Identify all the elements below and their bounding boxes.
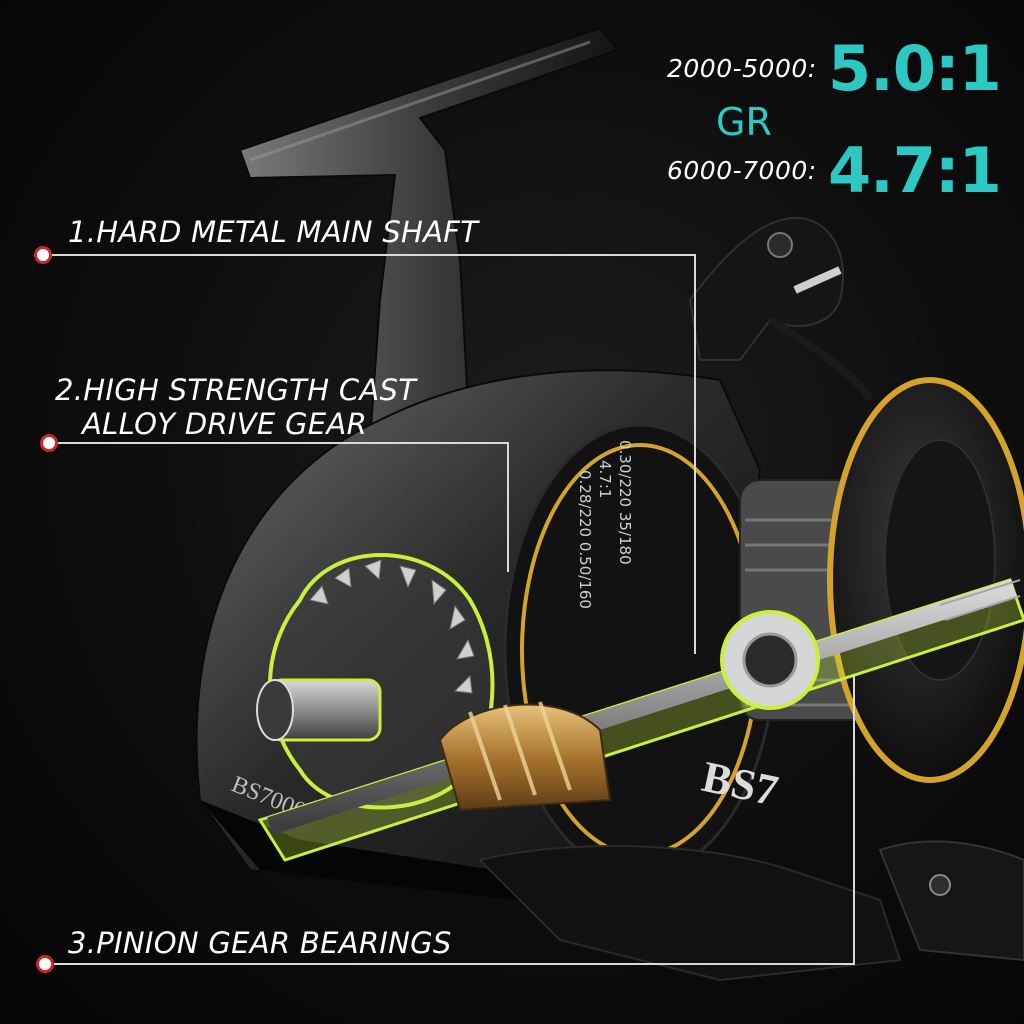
main-shaft [257, 578, 1024, 862]
gear-ratio-range-2: 6000-7000: [667, 156, 817, 185]
feature-1-label: 1.HARD METAL MAIN SHAFT [68, 215, 478, 249]
feature-3-label: 3.PINION GEAR BEARINGS [68, 926, 452, 960]
feature-2-leader-drop [507, 442, 509, 572]
feature-3-leader-rise [853, 676, 855, 965]
feature-2-line-1: 2.HIGH STRENGTH CAST [55, 373, 417, 407]
feature-2-label: 2.HIGH STRENGTH CAST ALLOY DRIVE GEAR [55, 373, 416, 441]
gear-ratio-range-1: 2000-5000: [667, 54, 817, 83]
spool-spec-2: 4.7:1 [596, 460, 614, 498]
bail-arm [688, 216, 874, 402]
gear-ratio-value-1: 5.0:1 [828, 32, 1002, 105]
feature-3-leader-line [54, 963, 854, 965]
spool-spec-3: 0.28/220 0.50/160 [576, 470, 594, 609]
gear-ratio-label: GR [716, 100, 772, 144]
feature-3-line-1: 3.PINION GEAR BEARINGS [68, 926, 452, 960]
callout-dot-icon [34, 246, 52, 264]
feature-1-leader-line [52, 254, 695, 256]
callout-dot-icon [40, 434, 58, 452]
callout-dot-icon [36, 955, 54, 973]
spool [739, 377, 1024, 783]
drive-gear-cutaway [256, 553, 495, 810]
feature-2-line-2: ALLOY DRIVE GEAR [82, 407, 368, 441]
gear-ratio-value-2: 4.7:1 [828, 134, 1002, 207]
feature-1-line-1: 1.HARD METAL MAIN SHAFT [68, 215, 479, 249]
feature-2-leader-line [58, 442, 508, 444]
reel-foot [478, 840, 1024, 982]
feature-1-leader-drop [694, 254, 696, 654]
spool-spec-1: 0.30/220 35/180 [616, 440, 634, 565]
